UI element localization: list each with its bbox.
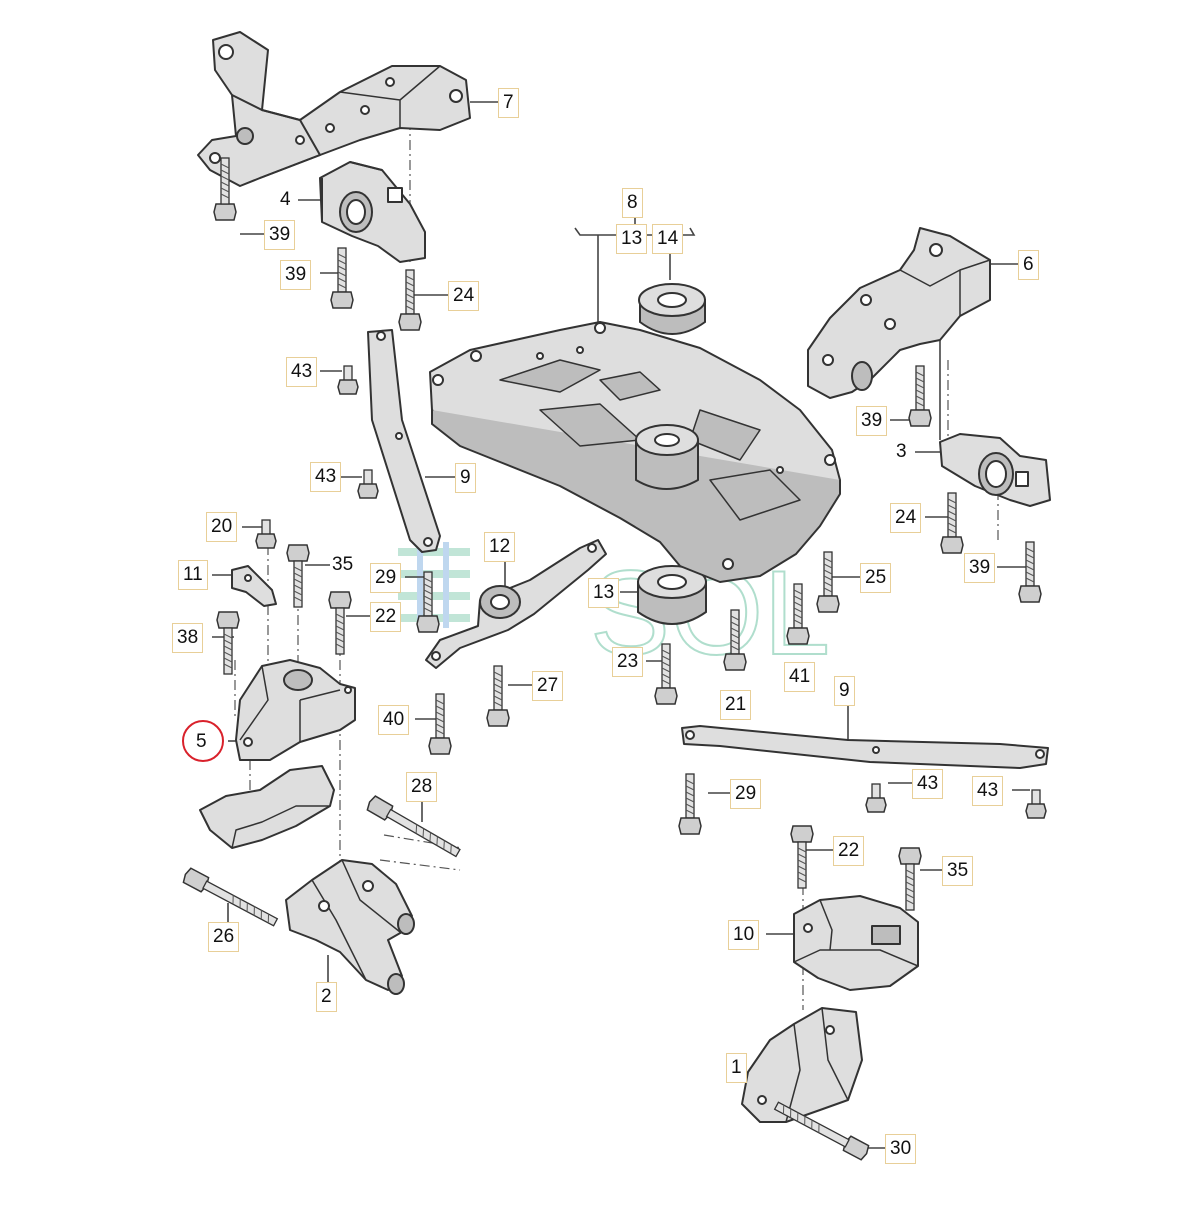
part-8-subframe [429, 321, 841, 583]
part-6-bracket [807, 227, 991, 399]
part-10-transmission-mount [793, 895, 919, 991]
callout-4: 4 [280, 189, 291, 210]
callout-27: 27 [532, 671, 564, 701]
callout-35-left: 35 [332, 554, 354, 575]
part-14-bushing-top [638, 283, 706, 335]
lower-mount-base [199, 765, 335, 849]
callout-20: 20 [206, 512, 238, 542]
highlight-circle [182, 720, 224, 762]
callout-9-upper: 9 [455, 463, 476, 493]
callout-13-lower: 13 [588, 578, 620, 608]
part-4-bushing-bracket [319, 161, 426, 263]
callout-26: 26 [208, 922, 240, 952]
callout-8: 8 [622, 188, 643, 218]
callout-41: 41 [784, 662, 816, 692]
callout-39-far-right: 39 [964, 553, 996, 583]
callout-2: 2 [316, 982, 337, 1012]
callout-6: 6 [1018, 250, 1039, 280]
callout-43-mid: 43 [310, 462, 342, 492]
callout-22-right: 22 [833, 836, 865, 866]
part-11-small-bracket [231, 565, 277, 607]
part-1-bracket [741, 1007, 863, 1123]
callout-21: 21 [720, 690, 752, 720]
callout-30: 30 [885, 1134, 917, 1164]
part-3-bushing-bracket [939, 433, 1051, 507]
part-7-bracket [197, 31, 471, 187]
callout-43-lower: 43 [912, 769, 944, 799]
callout-24-right: 24 [890, 503, 922, 533]
callout-39-left: 39 [280, 260, 312, 290]
callout-9-lower: 9 [834, 676, 855, 706]
callout-22-left: 22 [370, 602, 402, 632]
callout-39-top: 39 [264, 220, 296, 250]
callout-43-upper: 43 [286, 357, 318, 387]
callout-38: 38 [172, 623, 204, 653]
callout-29-upper: 29 [370, 563, 402, 593]
callout-12: 12 [484, 532, 516, 562]
callout-14: 14 [652, 224, 684, 254]
callout-7: 7 [498, 88, 519, 118]
callout-24-left: 24 [448, 281, 480, 311]
callout-25: 25 [860, 563, 892, 593]
callout-1: 1 [726, 1053, 747, 1083]
callout-5: 5 [196, 731, 207, 752]
callout-23: 23 [612, 647, 644, 677]
callout-10: 10 [728, 920, 760, 950]
callout-40: 40 [378, 705, 410, 735]
callout-28: 28 [406, 772, 438, 802]
callout-3: 3 [896, 441, 907, 462]
part-9-strut-lower [681, 725, 1049, 769]
part-13-bushing-lower [637, 565, 707, 625]
callout-13-top: 13 [616, 224, 648, 254]
part-2-bracket [285, 859, 415, 995]
callout-11: 11 [178, 560, 208, 590]
part-9-strut-upper [367, 329, 441, 553]
callout-29-lower: 29 [730, 779, 762, 809]
part-12-torque-rod [425, 539, 607, 669]
watermark-logo [398, 542, 470, 628]
callout-39-right: 39 [856, 406, 888, 436]
callout-43-far-right: 43 [972, 776, 1004, 806]
part-5-engine-mount [235, 659, 356, 761]
callout-35-right: 35 [942, 856, 974, 886]
